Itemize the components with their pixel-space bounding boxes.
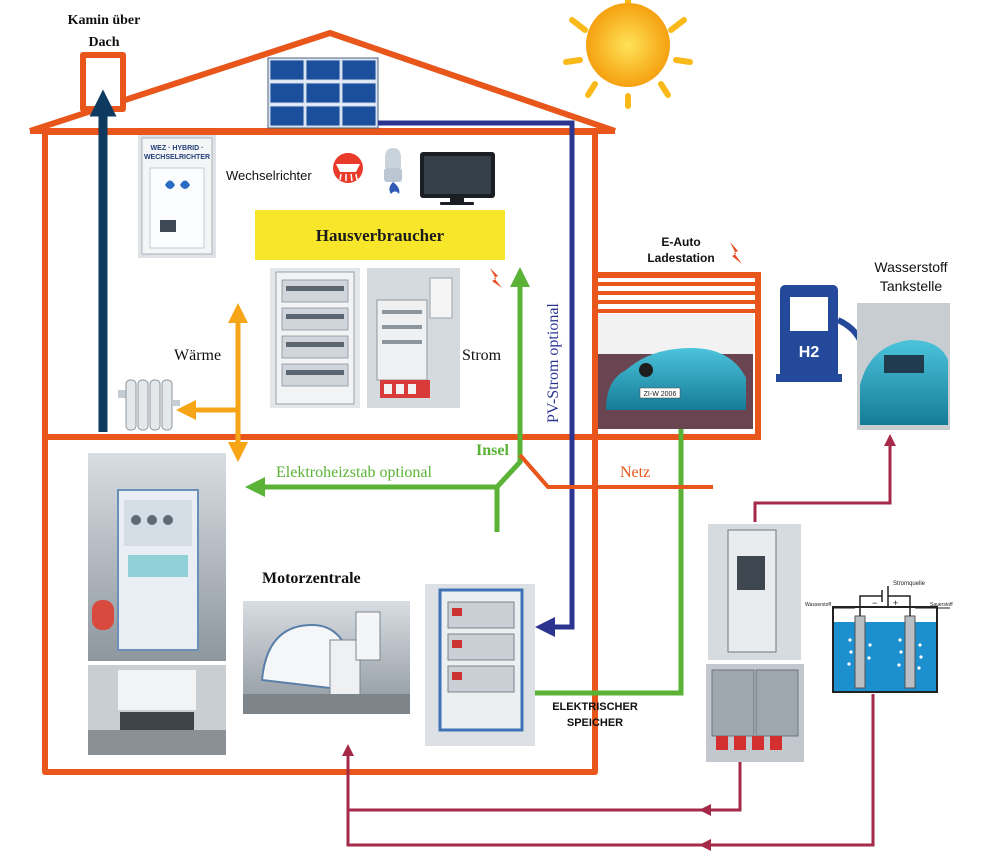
sun-icon [563,0,693,109]
inverter-plate-line1: WEZ · HYBRID · [151,145,204,152]
motor-center-label: Motorzentrale [262,570,361,587]
fuse-cabinet-photo [367,268,460,408]
electrolyzer-source-label: Stromquelle [893,581,926,587]
storage-label-line1: ELEKTRISCHER [552,701,638,713]
electrolyzer-base-photo [706,664,804,762]
hydrogen-return-lines [342,434,896,851]
ev-garage [592,272,761,440]
green-ev-line [535,400,691,696]
monitor-icon [420,152,495,205]
hydrogen-station-label-line2: Tankstelle [880,278,942,294]
house-consumers-label: Hausverbraucher [316,226,445,245]
hydrogen-station-label-line1: Wasserstoff [874,259,947,275]
grid-label: Netz [620,464,650,481]
power-label: Strom [462,347,502,364]
electrolyzer-icon: Stromquelle − + Wasserstoff Sauerstoff [805,581,953,693]
motor-center-photo [243,601,410,714]
electrolyzer-minus: − [872,598,877,608]
island-label: Insel [476,442,509,459]
water-heater-icon [384,148,402,194]
house-consumers-box: Hausverbraucher [255,210,505,260]
green-island-lines [245,267,530,532]
electrolyzer-plus: + [893,598,898,608]
radiator-icon [118,379,180,431]
pv-optional-line [378,120,575,637]
ev-station-label-line1: E-Auto [661,235,700,249]
heater-optional-label: Elektroheizstab optional [276,464,433,481]
chimney-label-line2: Dach [88,35,119,50]
inverter-photo: WEZ · HYBRID · WECHSELRICHTER [138,135,216,258]
inverter-label: Wechselrichter [226,168,312,183]
hydraulic-station-photo [88,453,226,661]
h2-label: H2 [799,344,820,361]
distribution-panel-photo [270,268,360,408]
license-plate: ZI-W 2006 [644,391,677,398]
solar-panel-icon [267,57,379,129]
lightning-icon [730,242,742,264]
storage-label-line2: SPEICHER [567,717,623,729]
ev-station-label-line2: Ladestation [647,251,714,265]
pv-optional-label: PV-Strom optional [545,303,562,423]
chimney-label-line1: Kamin über [68,13,141,28]
grid-line [518,453,713,489]
lightning-icon [490,268,502,288]
heat-label: Wärme [174,347,221,364]
boiler-photo [88,665,226,755]
hydrogen-pump-icon: H2 [776,285,867,382]
electrolyzer-left-label: Wasserstoff [805,602,832,608]
inverter-plate-line2: WECHSELRICHTER [144,154,210,161]
heat-arrows [176,303,248,462]
electric-storage-photo [425,584,535,746]
electric-car-icon: ZI-W 2006 [598,314,753,429]
electrolyzer-right-label: Sauerstoff [930,602,953,608]
electrolyzer-cabinet-photo [708,524,801,660]
shower-icon [333,153,363,183]
hydrogen-car-photo [857,303,950,430]
